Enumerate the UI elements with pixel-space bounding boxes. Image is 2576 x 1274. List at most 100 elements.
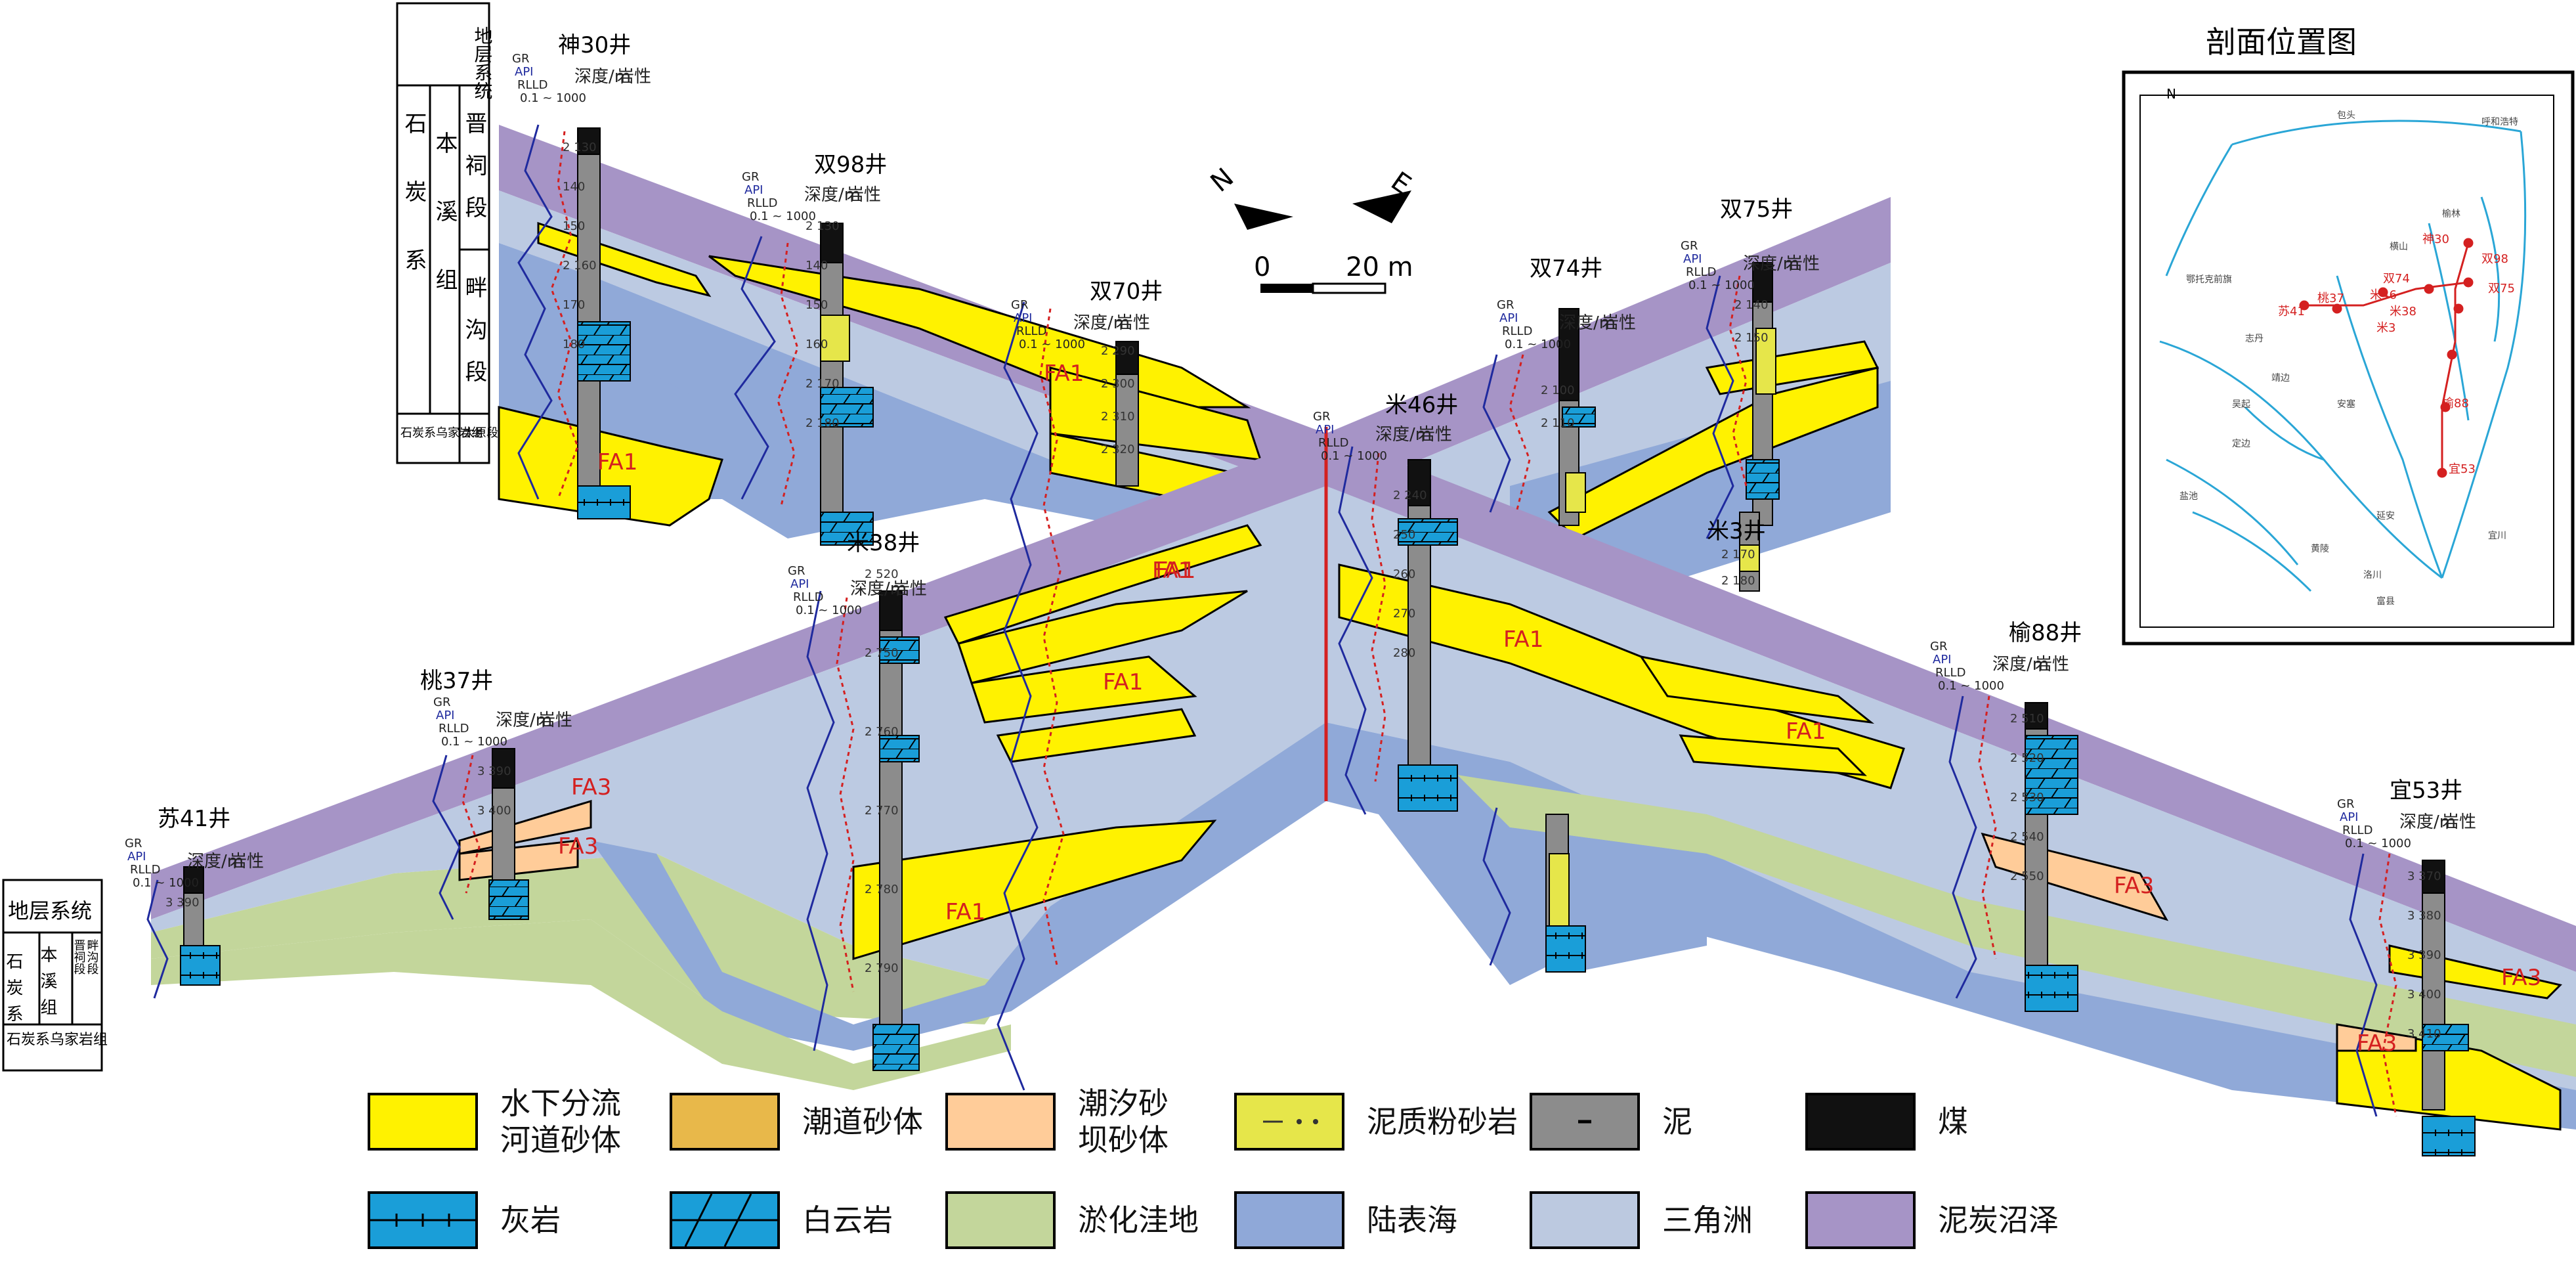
svg-text:GR: GR — [788, 564, 805, 578]
svg-text:RLLD: RLLD — [1016, 324, 1046, 338]
svg-text:API: API — [127, 850, 146, 864]
strat-column-bottom: 地层系统 石炭系 本溪组 晋祠段 畔沟段 石炭系乌家岩组 — [2, 879, 108, 1072]
depth-tick: 140 — [563, 180, 585, 194]
legend-label: 陆表海 — [1367, 1202, 1457, 1238]
svg-text:深度/m: 深度/m — [2399, 812, 2456, 832]
map-place: 洛川 — [2363, 570, 2382, 581]
map-title: 剖面位置图 — [2206, 24, 2357, 60]
depth-tick: 2 780 — [865, 883, 899, 896]
depth-tick: 150 — [805, 298, 828, 312]
well-label: 双75井 — [1720, 196, 1793, 223]
map-well-label: 桃37 — [2317, 292, 2344, 305]
legend-label: 白云岩 — [802, 1202, 893, 1238]
svg-text:0: 0 — [1254, 252, 1270, 282]
legend-label: 淤化洼地 — [1078, 1202, 1199, 1238]
facies-label: FA3 — [558, 833, 598, 860]
svg-text:RLLD: RLLD — [130, 863, 160, 877]
depth-tick: 2 790 — [865, 961, 899, 975]
facies-label: FA3 — [2114, 873, 2154, 899]
facies-label: FA3 — [571, 774, 611, 801]
map-place: 吴起 — [2232, 399, 2250, 410]
depth-tick: 140 — [805, 259, 828, 273]
well-label: 宜53井 — [2390, 778, 2462, 804]
map-place: 呼和浩特 — [2481, 117, 2518, 127]
svg-text:0.1 ~ 1000: 0.1 ~ 1000 — [1321, 449, 1387, 463]
legend-swatch — [1530, 1191, 1640, 1249]
map-well-label: 米46 — [2370, 288, 2397, 302]
svg-text:晋祠段: 晋祠段 — [72, 939, 86, 975]
well-label: 米38井 — [847, 530, 920, 556]
well-label: 双70井 — [1090, 278, 1163, 305]
legend-label: 泥质粉砂岩 — [1367, 1104, 1518, 1139]
depth-tick: 180 — [563, 338, 585, 351]
svg-text:GR: GR — [1930, 640, 1947, 653]
legend-label: 三角洲 — [1662, 1202, 1753, 1238]
svg-text:岩性: 岩性 — [1602, 313, 1636, 333]
legend-swatch — [1234, 1093, 1344, 1151]
legend-item-tidal-channel: 潮道砂体 — [670, 1090, 923, 1153]
legend-swatch — [670, 1191, 780, 1249]
legend-swatch — [1234, 1191, 1344, 1249]
svg-text:岩性: 岩性 — [1786, 254, 1820, 274]
well-label: 苏41井 — [158, 806, 230, 832]
svg-text:API: API — [1316, 423, 1334, 437]
legend-swatch — [368, 1093, 478, 1151]
map-well-label: 双98 — [2481, 252, 2508, 266]
depth-tick: 3 390 — [165, 896, 200, 910]
svg-text:RLLD: RLLD — [1935, 666, 1965, 680]
strat-header-bottom: 地层系统 — [8, 898, 92, 923]
map-place: 黄陵 — [2311, 543, 2329, 554]
facies-label: FA1 — [597, 449, 637, 475]
well-labels: 神30井 双98井 双70井 双74井 双75井 米46井 米38井 米3井 桃… — [158, 32, 2462, 832]
svg-text:API: API — [515, 65, 533, 79]
svg-text:GR: GR — [1497, 298, 1514, 312]
map-place: 宜川 — [2488, 531, 2506, 541]
facies-label: FA1 — [1044, 361, 1084, 387]
map-well-label: 宜53 — [2449, 462, 2476, 476]
svg-text:石炭系乌家岩组: 石炭系乌家岩组 — [7, 1032, 108, 1048]
depth-tick: 2 150 — [1734, 331, 1769, 345]
depth-tick: 280 — [1393, 646, 1415, 660]
well-label: 米46井 — [1385, 392, 1458, 418]
map-place: 定边 — [2232, 439, 2250, 449]
svg-text:岩性: 岩性 — [617, 67, 651, 87]
svg-text:API: API — [790, 577, 809, 591]
svg-text:RLLD: RLLD — [2342, 824, 2372, 837]
svg-text:岩性: 岩性 — [893, 579, 927, 599]
strat-col-jinci: 晋祠段 — [461, 112, 487, 238]
svg-text:GR: GR — [742, 170, 759, 184]
legend-item-coal: 煤 — [1805, 1090, 1968, 1153]
depth-tick: 2 180 — [805, 416, 840, 430]
compass: N E — [1205, 162, 1416, 230]
svg-text:深度/m: 深度/m — [574, 67, 631, 87]
svg-text:岩性: 岩性 — [847, 185, 881, 205]
depth-tick: 150 — [563, 219, 585, 233]
depth-tick: 2 170 — [805, 377, 840, 391]
map-well-label: 米3 — [2376, 321, 2395, 335]
svg-text:深度/m: 深度/m — [496, 711, 552, 730]
front-panel-right — [1326, 433, 2576, 1130]
front-panel-left — [151, 433, 1326, 1090]
legend-item-peat-swamp: 泥炭沼泽 — [1805, 1189, 2059, 1252]
svg-text:深度/m: 深度/m — [1743, 254, 1799, 274]
legend-item-limestone: 灰岩 — [368, 1189, 561, 1252]
map-place: 延安 — [2376, 511, 2395, 521]
svg-text:0.1 ~ 1000: 0.1 ~ 1000 — [796, 604, 862, 617]
depth-tick: 260 — [1393, 567, 1415, 581]
svg-text:岩性: 岩性 — [230, 852, 264, 871]
strat-col-benxi: 本溪组 — [431, 131, 458, 336]
svg-text:0.1 ~ 1000: 0.1 ~ 1000 — [750, 209, 816, 223]
svg-text:API: API — [744, 183, 763, 197]
map-place: 靖边 — [2271, 373, 2290, 384]
svg-text:GR: GR — [1011, 298, 1028, 312]
legend-item-dolomite: 白云岩 — [670, 1189, 893, 1252]
depth-tick: 3 380 — [2407, 909, 2441, 923]
svg-text:RLLD: RLLD — [439, 722, 469, 736]
